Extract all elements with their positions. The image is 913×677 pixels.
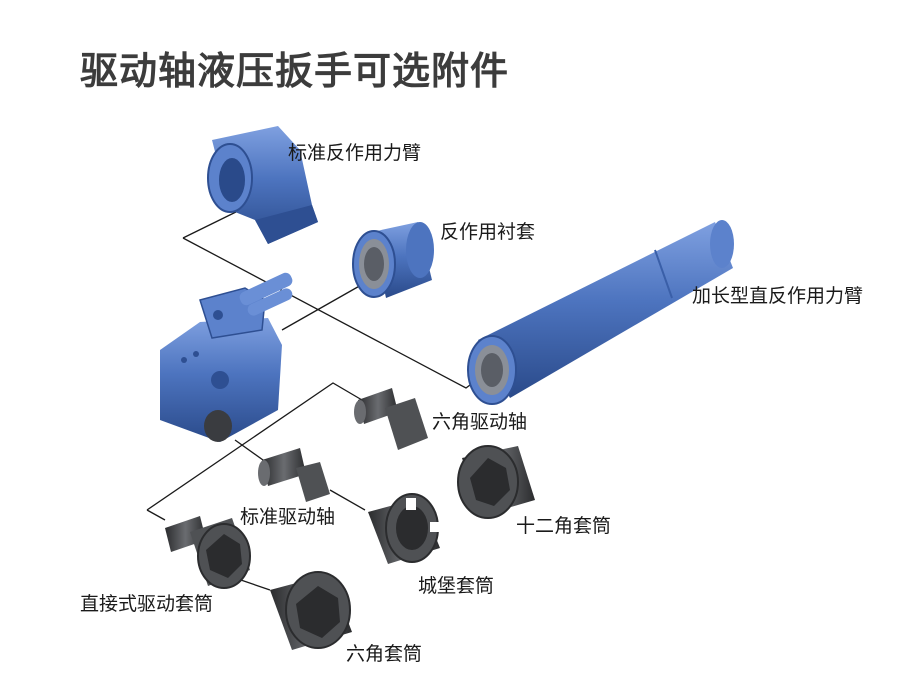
leader-line-castle: [329, 489, 366, 511]
reaction-sleeve-part: [352, 222, 434, 298]
page-title: 驱动轴液压扳手可选附件: [80, 49, 510, 93]
label-hex-socket: 六角套筒: [346, 643, 423, 665]
label-direct-drive-socket: 直接式驱动套筒: [80, 593, 214, 615]
hydraulic-wrench-body-part: [160, 272, 293, 442]
castle-socket-part: [368, 493, 440, 564]
leader-line-sleeve: [281, 279, 371, 331]
hex-socket-part: [270, 571, 352, 650]
leader-line-direct-socket: [146, 509, 166, 521]
label-standard-reaction-arm: 标准反作用力臂: [288, 142, 422, 164]
leader-line-hex-shaft: [146, 382, 363, 511]
direct-drive-socket-part: [165, 516, 251, 589]
extended-reaction-arm-part: [467, 220, 734, 405]
label-standard-drive-shaft: 标准驱动轴: [240, 506, 336, 528]
hex-drive-shaft-part: [354, 388, 428, 450]
label-castle-socket: 城堡套筒: [418, 575, 495, 597]
label-hex-drive-shaft: 六角驱动轴: [432, 411, 528, 433]
standard-reaction-arm-part: [207, 126, 318, 244]
leader-line-reaction-arm: [182, 209, 241, 239]
label-reaction-sleeve: 反作用衬套: [440, 221, 536, 243]
label-extended-reaction-arm: 加长型直反作用力臂: [692, 285, 864, 307]
label-twelve-point-socket: 十二角套筒: [516, 515, 612, 537]
standard-drive-shaft-part: [258, 448, 330, 502]
twelve-point-socket-part: [457, 445, 535, 519]
